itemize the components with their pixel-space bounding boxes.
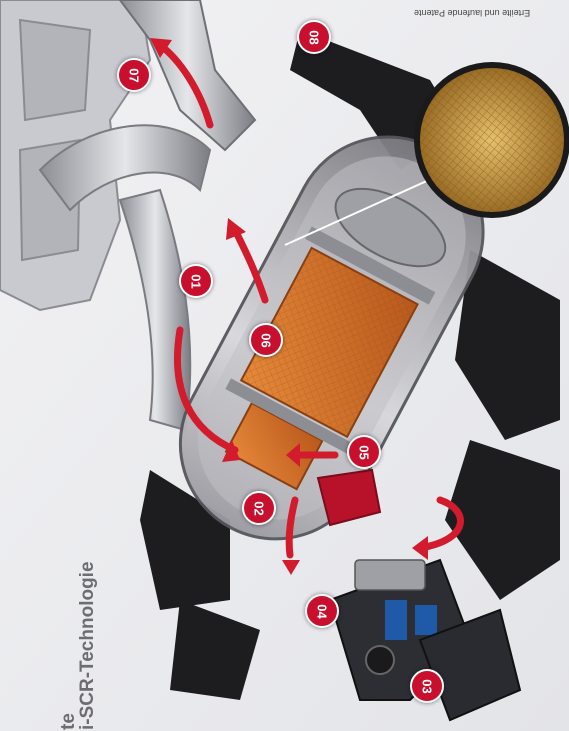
badge-02: 02	[242, 491, 276, 525]
patent-caption: Erteilte und laufende Patente	[414, 8, 530, 18]
badge-08: 08	[297, 20, 331, 54]
badge-06: 06	[249, 323, 283, 357]
badge-01: 01	[179, 264, 213, 298]
section-title-line2: i-SCR-Technologie	[77, 561, 99, 730]
badge-04: 04	[305, 594, 339, 628]
badge-07: 07	[117, 58, 151, 92]
badge-05: 05	[347, 435, 381, 469]
badge-03: 03	[410, 669, 444, 703]
